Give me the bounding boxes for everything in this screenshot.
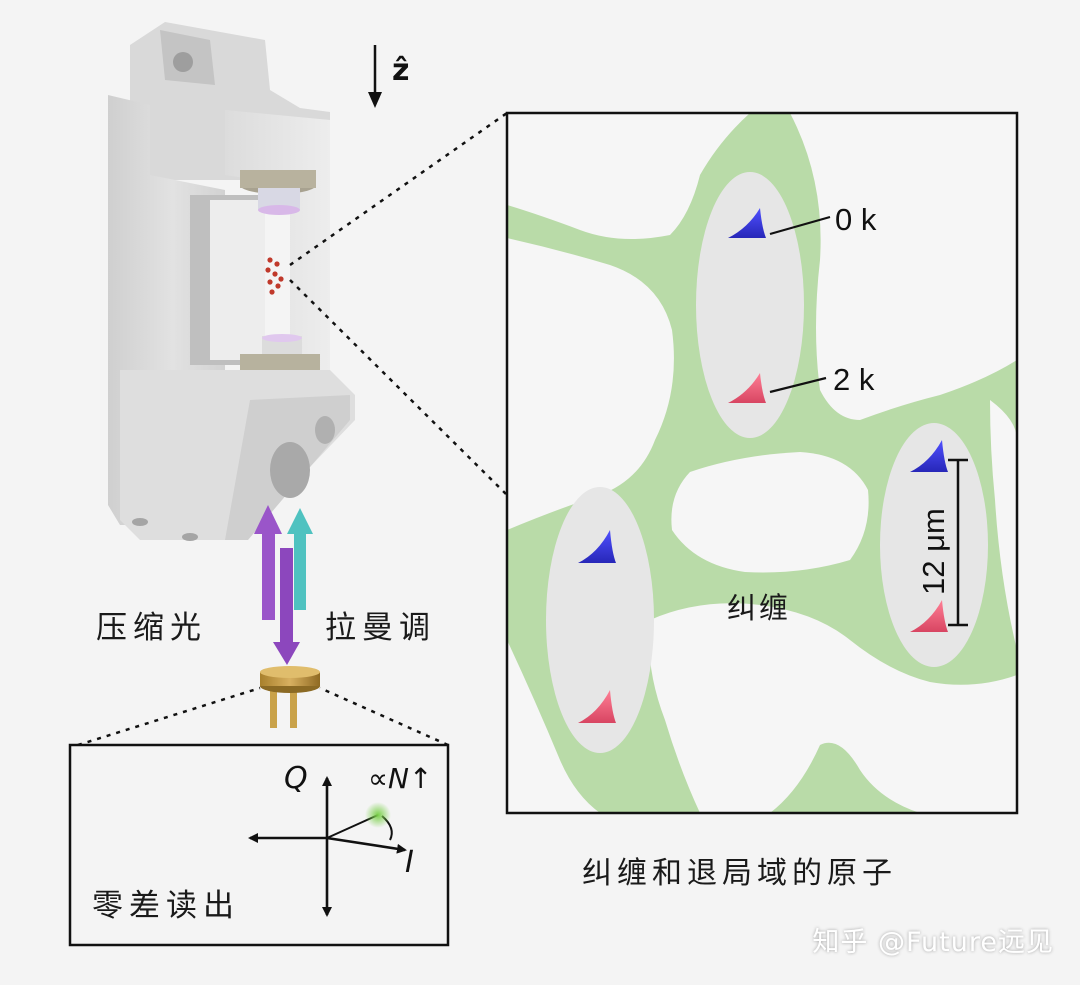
atom-red-icon xyxy=(578,690,616,723)
raman-beam-arrow xyxy=(294,530,306,610)
atom-labels: 0 k 2 k xyxy=(769,202,877,397)
homodyne-readout-label: 零差读出 xyxy=(92,888,240,924)
atom-blue-icon xyxy=(910,440,948,472)
scale-bar: 12 μm xyxy=(916,458,968,627)
trap-cell-right xyxy=(880,423,988,667)
atom-cloud xyxy=(265,257,284,295)
trap-cell-top xyxy=(696,172,804,438)
photodiode-icon xyxy=(260,666,320,728)
squeezed-light-down-arrow xyxy=(280,548,293,646)
atom-blue-icon xyxy=(728,208,766,238)
proportional-label: ∝N↑ xyxy=(368,762,432,795)
atoms xyxy=(578,208,948,723)
entangled-label: 纠缠 xyxy=(727,591,792,625)
squeezed-light-label: 压缩光 xyxy=(96,610,207,646)
zoom-callout-lines xyxy=(289,111,508,496)
state-spot-icon xyxy=(365,802,391,828)
atom-blue-icon xyxy=(578,530,616,563)
axis-q-label: Q xyxy=(284,761,308,796)
watermark: 知乎 @Future远见 xyxy=(812,927,1054,958)
label-2k: 2 k xyxy=(833,362,875,397)
caption: 纠缠和退局域的原子 xyxy=(582,856,897,891)
atom-red-icon xyxy=(910,600,948,632)
raman-modulation-label: 拉曼调 xyxy=(325,610,436,646)
z-axis-arrow: ẑ xyxy=(368,45,409,108)
homodyne-readout-panel: Q I ∝N↑ xyxy=(68,686,450,947)
vacuum-apparatus xyxy=(108,22,355,541)
z-axis-label: ẑ xyxy=(392,53,409,88)
trap-cells xyxy=(546,172,988,753)
axis-i-label: I xyxy=(405,845,414,880)
beam-arrows xyxy=(254,505,313,665)
trap-cell-left xyxy=(546,487,654,753)
atom-red-icon xyxy=(728,373,766,403)
squeezed-light-up-arrow xyxy=(262,530,275,620)
label-0k: 0 k xyxy=(835,202,877,237)
scale-bar-label: 12 μm xyxy=(916,508,951,595)
